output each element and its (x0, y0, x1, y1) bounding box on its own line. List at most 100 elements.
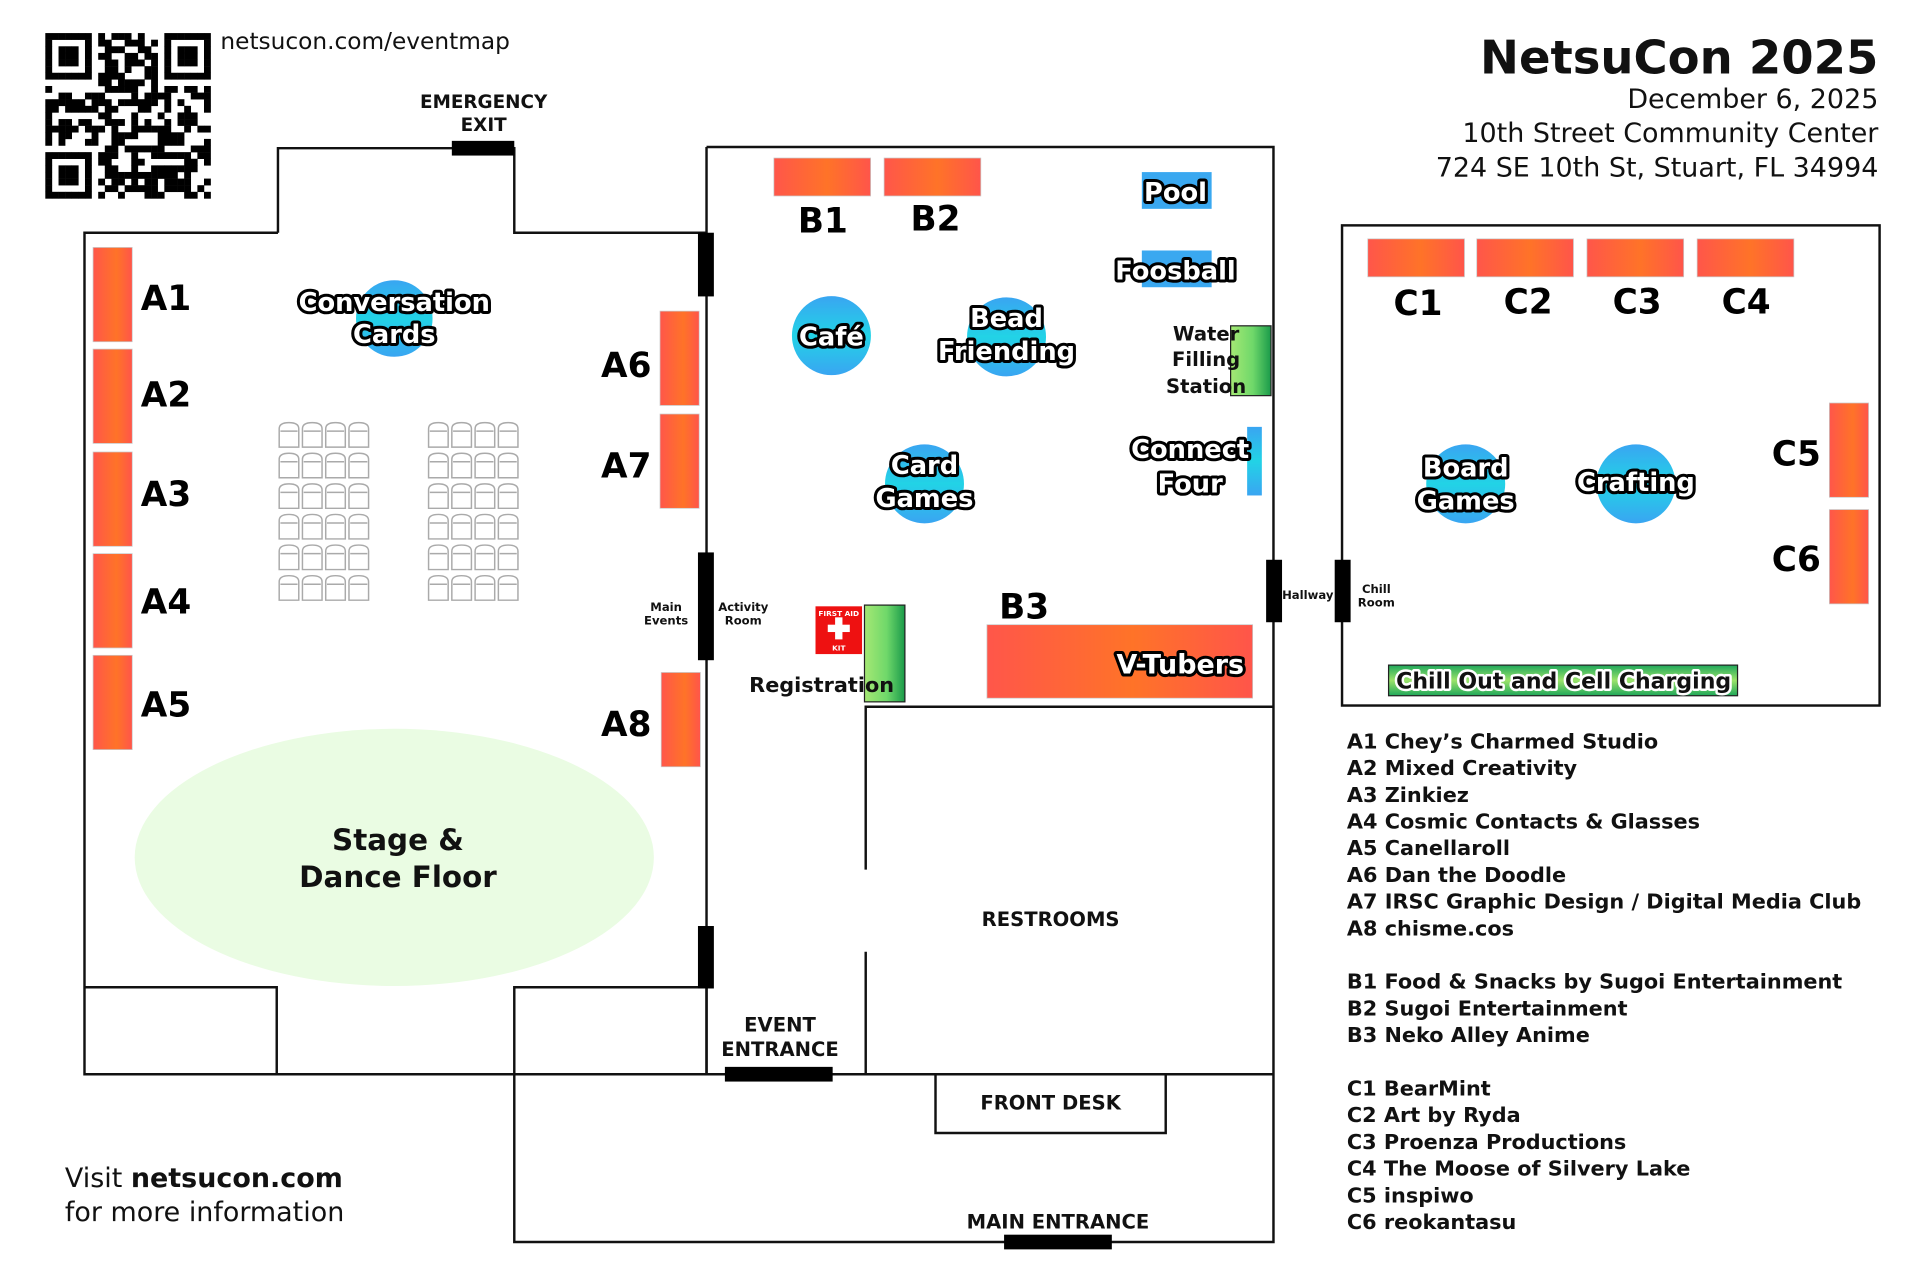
vendor-list-item: C5 inspiwo (1347, 1183, 1474, 1207)
chair (474, 483, 496, 510)
booth-a7-label: A7 (601, 447, 651, 487)
booth-a3[interactable]: A3 (92, 451, 191, 547)
chair (324, 513, 347, 540)
page-title: NetsuCon 2025 (1480, 30, 1878, 84)
chair (474, 544, 496, 571)
booth-a7[interactable]: A7 (601, 413, 700, 509)
booth-c6[interactable]: C6 (1772, 509, 1869, 605)
booth-a2[interactable]: A2 (92, 348, 191, 444)
chair (348, 421, 370, 448)
activity-board-games[interactable]: Board Games (1414, 442, 1518, 526)
vendor-list-item: B1 Food & Snacks by Sugoi Entertainment (1347, 970, 1842, 994)
stage-label-line2: Dance Floor (299, 860, 497, 894)
activity-cafe[interactable]: Café (790, 294, 873, 377)
chair (497, 421, 519, 448)
card-games-line2: Games (876, 484, 974, 514)
connect-four-line2: Four (1158, 469, 1223, 499)
booth-c4-label: C4 (1722, 283, 1771, 323)
main-entrance-door[interactable] (1004, 1234, 1112, 1250)
activity-room-label-1: Activity (718, 600, 769, 614)
event-entrance-label-2: ENTRANCE (721, 1038, 838, 1061)
booth-c1[interactable]: C1 (1367, 238, 1465, 324)
registration-desk[interactable]: Registration (749, 604, 906, 703)
chair (427, 421, 449, 448)
chair (451, 513, 473, 540)
door-lower-left[interactable] (697, 926, 714, 989)
booth-b2-label: B2 (911, 199, 961, 239)
card-games-line1: Card (891, 451, 958, 481)
booth-b2[interactable]: B2 (883, 157, 982, 239)
chair (474, 452, 496, 479)
chair (348, 483, 370, 510)
chair (497, 544, 519, 571)
water-station-line2: Filling (1172, 348, 1240, 371)
vendor-list-item: A8 chisme.cos (1347, 916, 1514, 940)
chill-out-cell-charging[interactable]: Chill Out and Cell Charging (1387, 664, 1739, 697)
website-link[interactable]: netsucon.com (131, 1163, 343, 1194)
activity-connect-four[interactable]: Connect Four (1128, 425, 1264, 502)
chair (427, 544, 449, 571)
chair (324, 452, 347, 479)
booth-a5[interactable]: A5 (92, 654, 191, 750)
chair (474, 513, 496, 540)
chair (301, 544, 323, 571)
booth-b1[interactable]: B1 (773, 157, 871, 242)
first-aid-kit[interactable]: FIRST AID KIT (815, 606, 863, 655)
activity-foosball[interactable]: Foosball (1112, 249, 1239, 289)
booth-c3-label: C3 (1613, 283, 1662, 323)
qr-code-icon[interactable] (45, 33, 211, 199)
chair (278, 544, 300, 571)
emergency-exit-door[interactable] (451, 140, 515, 156)
conversation-cards-line2: Cards (353, 320, 436, 350)
booth-a6[interactable]: A6 (601, 310, 700, 406)
activity-pool[interactable]: Pool (1140, 170, 1213, 211)
booth-c5-label: C5 (1772, 434, 1821, 474)
chair (497, 483, 519, 510)
main-events-label-2: Events (644, 614, 688, 628)
vendor-list-item: A3 Zinkiez (1347, 783, 1469, 807)
visit-prefix: Visit (65, 1163, 131, 1194)
chair (348, 574, 370, 601)
qr-caption[interactable]: netsucon.com/eventmap (220, 28, 509, 55)
chair (278, 483, 300, 510)
vendor-list-item: C2 Art by Ryda (1347, 1103, 1521, 1127)
chill-room-door[interactable] (1334, 559, 1351, 623)
door-upper-left[interactable] (697, 232, 714, 297)
hallway-door[interactable] (1266, 559, 1283, 623)
booth-a1[interactable]: A1 (92, 247, 191, 343)
event-entrance-door[interactable] (724, 1066, 833, 1082)
water-station-line1: Water (1173, 323, 1240, 346)
chair (427, 574, 449, 601)
vendor-list-item: C6 reokantasu (1347, 1210, 1516, 1234)
chair (451, 483, 473, 510)
activity-card-games[interactable]: Card Games (872, 442, 977, 526)
chill-room-label-1: Chill (1362, 582, 1391, 596)
activity-crafting[interactable]: Crafting (1574, 442, 1698, 526)
activity-conversation-cards[interactable]: Conversation Cards (296, 278, 493, 359)
first-aid-label: FIRST AID (818, 609, 859, 618)
booth-a8[interactable]: A8 (601, 672, 701, 768)
connect-four-line1: Connect (1131, 435, 1249, 465)
booth-a4-label: A4 (141, 583, 191, 623)
chair (497, 513, 519, 540)
chair (301, 574, 323, 601)
vendor-list-item: A4 Cosmic Contacts & Glasses (1347, 810, 1700, 834)
v-tubers-label: V-Tubers (1117, 650, 1245, 681)
booth-c2[interactable]: C2 (1476, 238, 1574, 323)
booth-b3[interactable]: B3 V-Tubers (986, 588, 1254, 699)
event-entrance-label-1: EVENT (744, 1013, 816, 1036)
stage-dance-floor (134, 728, 654, 987)
vendor-list-item: C3 Proenza Productions (1347, 1130, 1626, 1154)
vendor-list-item: B3 Neko Alley Anime (1347, 1023, 1590, 1047)
vendor-list-item: A2 Mixed Creativity (1347, 756, 1578, 780)
water-filling-station[interactable]: Water Filling Station (1166, 323, 1272, 399)
booth-c4[interactable]: C4 (1696, 238, 1795, 323)
booth-a4[interactable]: A4 (92, 553, 191, 649)
chill-room-label-2: Room (1358, 595, 1395, 609)
door-main-events[interactable] (697, 552, 714, 661)
chair (301, 513, 323, 540)
booth-c5[interactable]: C5 (1772, 402, 1869, 498)
activity-bead-friending[interactable]: Bead Friending (935, 295, 1078, 379)
booth-c3[interactable]: C3 (1586, 238, 1685, 323)
